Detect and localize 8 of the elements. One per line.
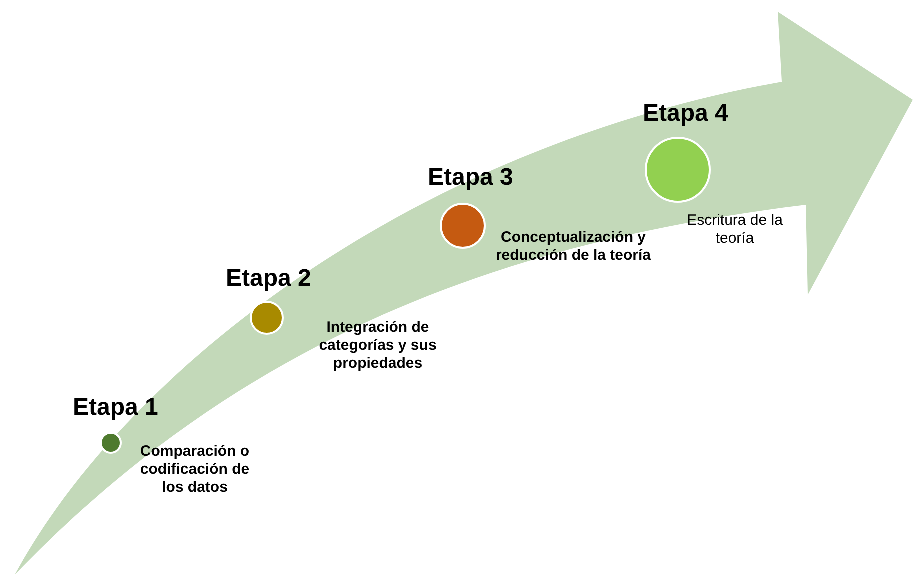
stage-title: Etapa 2	[226, 267, 312, 291]
stage-title: Etapa 3	[428, 166, 514, 190]
stage-description: Comparación o codificación de los datos	[139, 443, 251, 497]
stage-description: Conceptualización y reducción de la teoría	[494, 229, 652, 265]
stage-description: Escritura de la teoría	[686, 212, 784, 248]
stage-title: Etapa 1	[73, 396, 158, 420]
stage-title: Etapa 4	[643, 102, 728, 126]
stage-description: Integración de categorías y sus propiedades	[318, 319, 438, 373]
